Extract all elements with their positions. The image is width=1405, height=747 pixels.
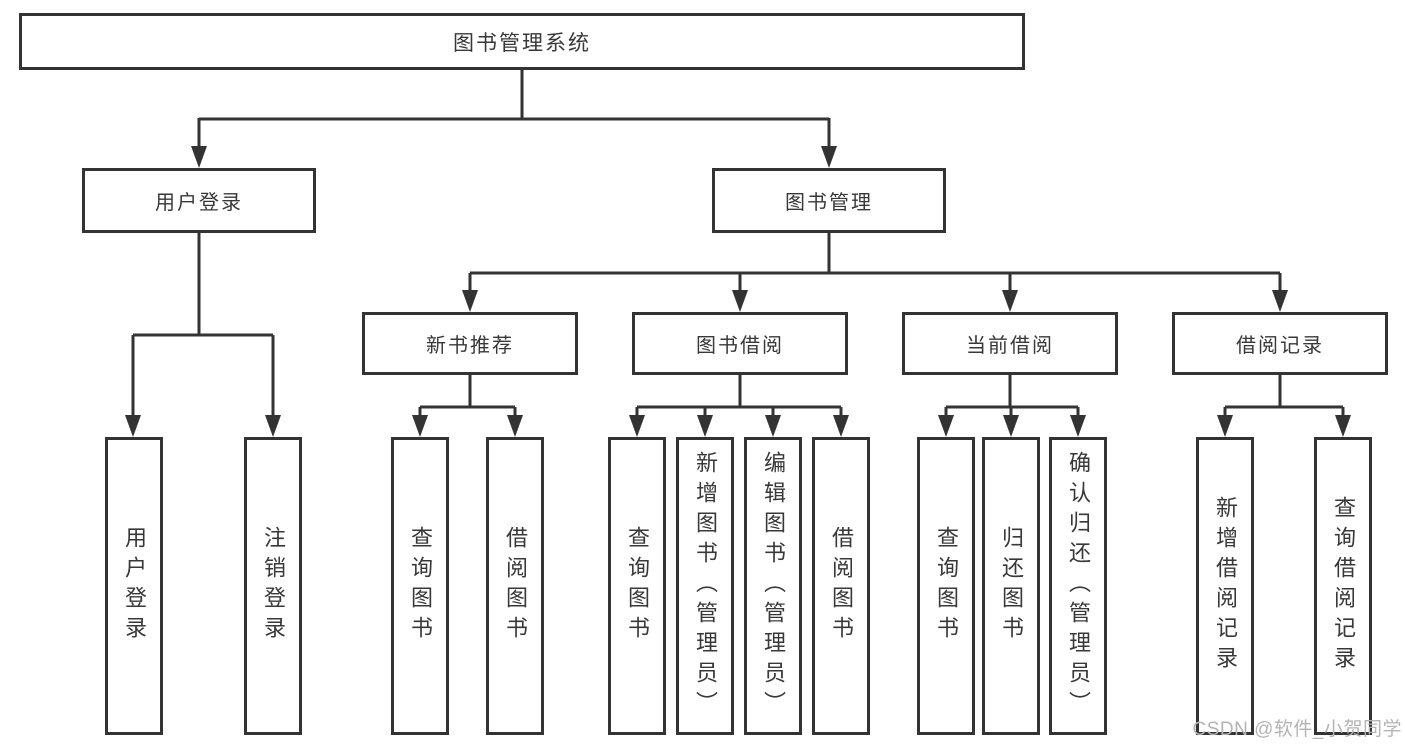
leaf-confirm-return-admin: 确认归还（管理员） <box>1049 437 1107 735</box>
node-label: 新书推荐 <box>426 335 514 357</box>
node-new-book-recommend: 新书推荐 <box>362 312 578 375</box>
arrowhead-icons <box>125 146 1351 437</box>
leaf-edit-book-admin: 编辑图书（管理员） <box>744 437 802 735</box>
node-label: 图书管理 <box>785 192 873 214</box>
leaf-borrow-book: 借阅图书 <box>812 437 870 735</box>
node-user-login: 用户登录 <box>82 168 316 233</box>
leaf-add-book-admin: 新增图书（管理员） <box>676 437 734 735</box>
leaf-label: 新增图书（管理员） <box>693 451 718 721</box>
leaf-label: 新增借阅记录 <box>1213 496 1238 676</box>
leaf-label: 用户登录 <box>122 526 147 646</box>
node-library-management-system: 图书管理系统 <box>19 13 1025 70</box>
node-current-borrow: 当前借阅 <box>902 312 1118 375</box>
leaf-label: 查询图书 <box>625 526 650 646</box>
leaf-add-borrow-record: 新增借阅记录 <box>1196 437 1254 735</box>
leaf-label: 归还图书 <box>999 526 1024 646</box>
leaf-return-book: 归还图书 <box>982 437 1040 735</box>
node-label: 借阅记录 <box>1236 335 1324 357</box>
leaf-logout: 注销登录 <box>244 437 302 735</box>
node-label: 用户登录 <box>155 192 243 214</box>
node-label: 图书管理系统 <box>453 31 591 55</box>
leaf-label: 编辑图书（管理员） <box>761 451 786 721</box>
leaf-label: 查询借阅记录 <box>1331 496 1356 676</box>
node-book-borrow: 图书借阅 <box>632 312 848 375</box>
leaf-label: 借阅图书 <box>503 526 528 646</box>
leaf-label: 查询图书 <box>934 526 959 646</box>
leaf-user-login: 用户登录 <box>105 437 163 735</box>
leaf-label: 借阅图书 <box>829 526 854 646</box>
node-borrow-record: 借阅记录 <box>1172 312 1388 375</box>
node-label: 当前借阅 <box>966 335 1054 357</box>
leaf-label: 查询图书 <box>408 526 433 646</box>
leaf-query-borrow-record: 查询借阅记录 <box>1314 437 1372 735</box>
leaf-borrow-book-recommend: 借阅图书 <box>486 437 544 735</box>
node-label: 图书借阅 <box>696 335 784 357</box>
leaf-query-book-current: 查询图书 <box>917 437 975 735</box>
leaf-label: 注销登录 <box>261 526 286 646</box>
node-book-management: 图书管理 <box>712 168 946 233</box>
leaf-label: 确认归还（管理员） <box>1066 451 1091 721</box>
watermark: CSDN @软件_小贺同学 <box>1192 719 1402 740</box>
leaf-query-book-recommend: 查询图书 <box>391 437 449 735</box>
leaf-query-book-borrow: 查询图书 <box>608 437 666 735</box>
